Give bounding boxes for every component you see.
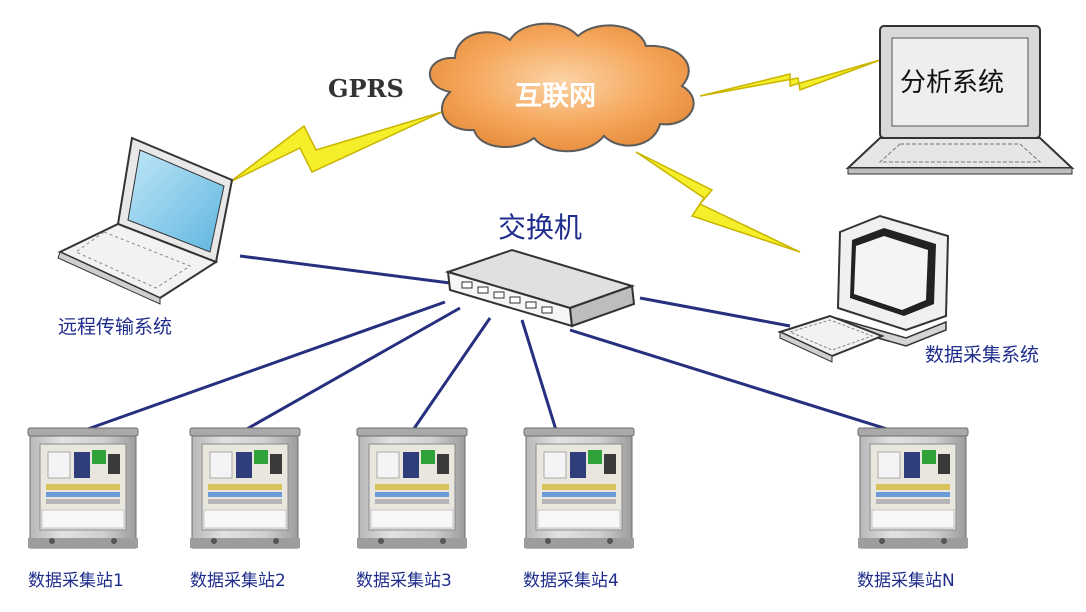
cabinet-icon (356, 427, 468, 549)
station-label-4: 数据采集站4 (523, 571, 619, 591)
lightning-icon (229, 111, 443, 183)
link-switch-station-1 (84, 300, 446, 432)
link-remote-switch (239, 254, 451, 285)
gprs-label: GPRS (328, 74, 404, 103)
link-switch-acquisition-system (639, 296, 791, 328)
laptop-icon (57, 136, 234, 305)
analysis-system-label: 分析系统 (900, 68, 1005, 98)
station-label-3: 数据采集站3 (356, 571, 452, 591)
cabinet-icon (857, 427, 969, 549)
cabinet-icon (27, 427, 139, 549)
switch-label: 交换机 (498, 211, 583, 244)
cabinet-icon (523, 427, 635, 549)
link-switch-station-4 (520, 319, 558, 431)
station-label-1: 数据采集站1 (28, 571, 124, 591)
link-switch-station-n (569, 328, 891, 432)
switch-icon (444, 248, 636, 328)
desktop-computer-icon (777, 214, 950, 363)
link-switch-station-2 (244, 306, 461, 432)
lightning-icon (635, 151, 801, 253)
remote-transmission-label: 远程传输系统 (58, 316, 173, 338)
lightning-icon (699, 59, 881, 97)
laptop-icon (845, 25, 1075, 175)
cloud-icon (429, 22, 695, 153)
acquisition-system-label: 数据采集系统 (925, 344, 1040, 366)
connection-lines (84, 254, 891, 432)
link-switch-station-3 (411, 317, 492, 431)
cabinet-icon (189, 427, 301, 549)
internet-label: 互联网 (515, 81, 596, 112)
station-label-2: 数据采集站2 (190, 571, 286, 591)
station-label-n: 数据采集站N (857, 571, 955, 591)
